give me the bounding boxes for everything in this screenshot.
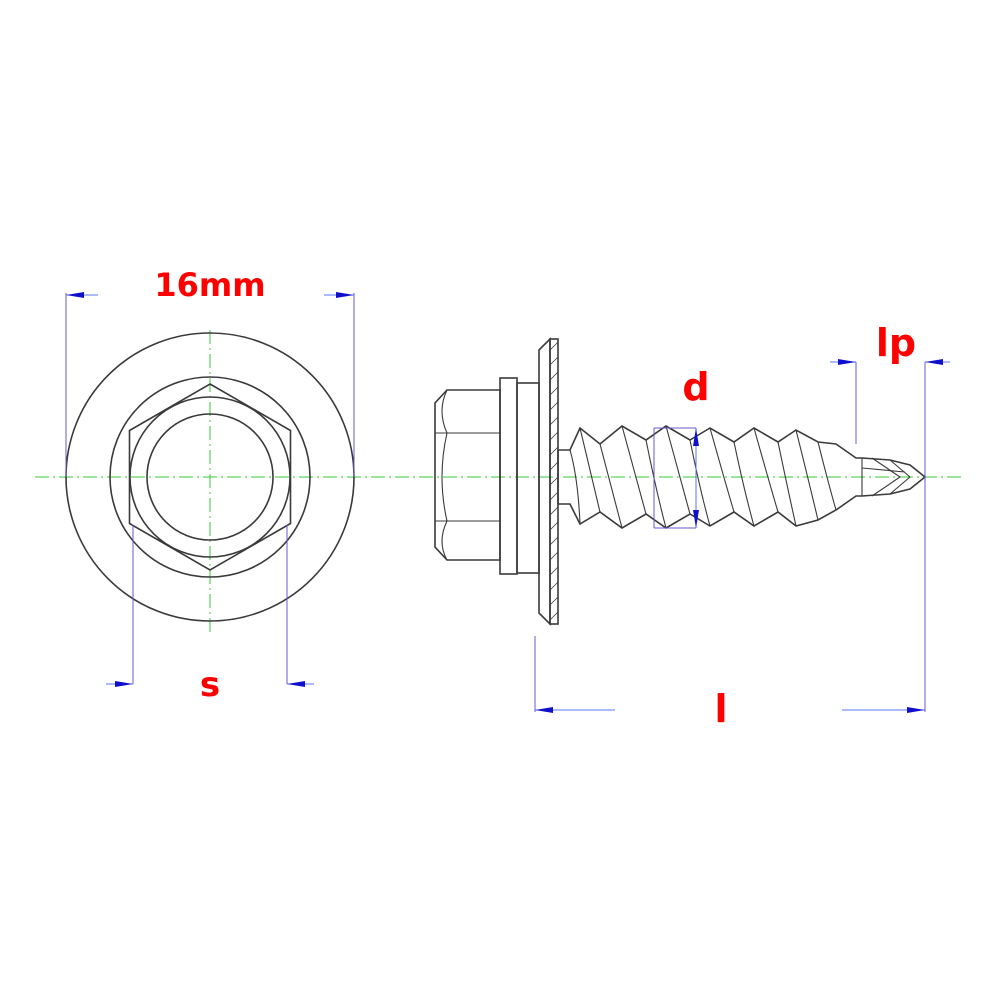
washer-dim-arrow-right — [336, 292, 354, 298]
side-view — [434, 337, 927, 626]
hex-head-chamfer-mid — [441, 432, 448, 522]
l-dim-arrow-left — [535, 707, 553, 713]
hex-head-outline — [128, 383, 292, 571]
length-dimension: l — [534, 636, 925, 731]
washer-diameter-label: 16mm — [154, 266, 265, 304]
flange-side — [499, 377, 518, 575]
hex-inscribed-circle — [129, 396, 291, 558]
s-dim-arrow-right — [287, 681, 305, 687]
d-dim-arrow-top — [693, 428, 699, 446]
s-dim-arrow-left — [115, 681, 133, 687]
hex-head-chamfer-top — [441, 389, 448, 434]
thread-helix-lines — [569, 425, 837, 529]
across-flats-label: s — [200, 665, 220, 705]
point-length-dimension: lp — [830, 321, 950, 712]
thread-diameter-helper — [653, 427, 699, 529]
flange-collar — [516, 382, 540, 574]
lp-dim-arrow-right — [925, 359, 943, 365]
l-dim-arrow-right — [907, 707, 925, 713]
flange-circle — [109, 376, 311, 578]
drill-point-details — [861, 457, 911, 497]
seal-hatching — [549, 341, 559, 621]
hex-head-chamfer-bottom — [441, 520, 448, 561]
length-label: l — [714, 687, 727, 731]
thread-profile — [557, 425, 927, 529]
hex-head-side — [434, 389, 501, 561]
lp-dim-arrow-left — [838, 359, 856, 365]
washer-dim-arrow-left — [66, 292, 84, 298]
d-dim-arrow-bottom — [693, 510, 699, 528]
across-flats-dimension: s — [106, 525, 314, 705]
shank-circle — [146, 413, 274, 541]
washer-side — [538, 337, 551, 626]
thread-diameter-label: d — [682, 365, 709, 409]
washer-diameter-dimension: 16mm — [65, 266, 355, 477]
point-length-label: lp — [876, 321, 916, 365]
